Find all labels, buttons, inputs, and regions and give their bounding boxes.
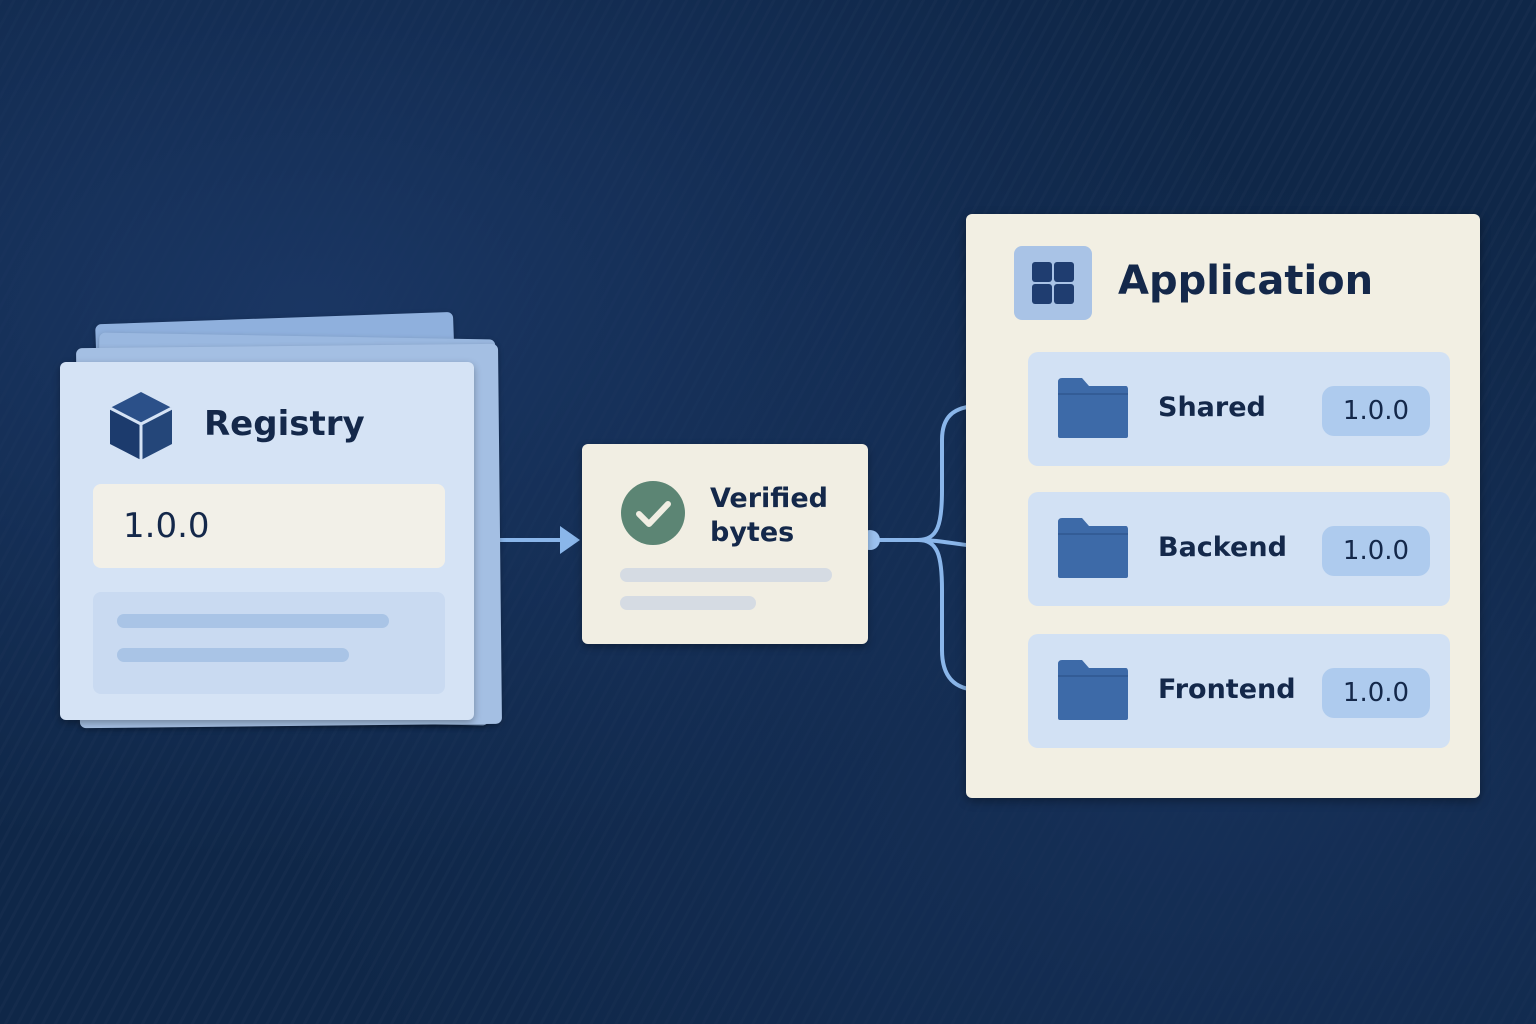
module-row-frontend: Frontend 1.0.0 xyxy=(1028,634,1450,748)
registry-version: 1.0.0 xyxy=(93,484,445,568)
placeholder-line xyxy=(117,614,389,628)
registry-title: Registry xyxy=(204,404,365,444)
placeholder-line xyxy=(620,596,756,610)
folder-icon xyxy=(1058,378,1128,438)
verified-label-line1: Verified xyxy=(710,483,828,514)
arrow-head-icon xyxy=(560,526,580,554)
folder-icon xyxy=(1058,660,1128,720)
placeholder-line xyxy=(117,648,349,662)
application-title: Application xyxy=(1118,258,1374,304)
verified-label: Verified bytes xyxy=(710,482,828,550)
verified-label-line2: bytes xyxy=(710,517,795,548)
module-name: Shared xyxy=(1158,392,1266,423)
module-version-badge: 1.0.0 xyxy=(1322,526,1430,576)
folder-icon xyxy=(1058,518,1128,578)
application-card: Application Shared 1.0.0 Backend 1.0.0 F… xyxy=(966,214,1480,798)
module-row-shared: Shared 1.0.0 xyxy=(1028,352,1450,466)
module-version-badge: 1.0.0 xyxy=(1322,668,1430,718)
registry-placeholder-block xyxy=(93,592,445,694)
module-name: Backend xyxy=(1158,532,1287,563)
module-row-backend: Backend 1.0.0 xyxy=(1028,492,1450,606)
cube-icon xyxy=(109,392,173,460)
placeholder-line xyxy=(620,568,832,582)
verified-bytes-card: Verified bytes xyxy=(582,444,868,644)
module-version-badge: 1.0.0 xyxy=(1322,386,1430,436)
module-name: Frontend xyxy=(1158,674,1296,705)
check-circle-icon xyxy=(621,481,685,545)
grid-icon xyxy=(1014,246,1092,320)
registry-card: Registry 1.0.0 xyxy=(60,362,474,720)
